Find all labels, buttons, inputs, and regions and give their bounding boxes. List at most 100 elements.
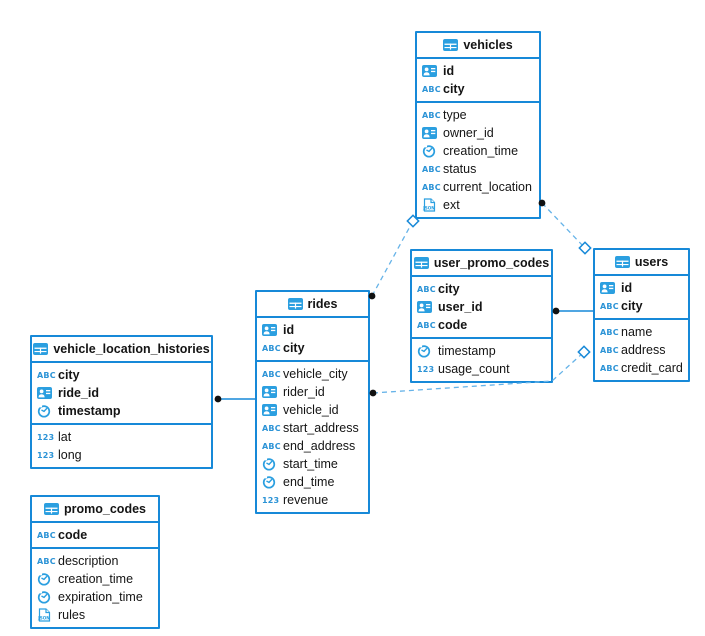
field-name: id — [621, 281, 633, 295]
table-header[interactable]: rides — [257, 292, 368, 316]
field-row-creation_time[interactable]: creation_time — [32, 570, 158, 588]
field-name: city — [443, 82, 465, 96]
field-name: id — [283, 323, 295, 337]
field-row-expiration_time[interactable]: expiration_time — [32, 588, 158, 606]
svg-text:JSON: JSON — [37, 616, 50, 621]
id-card-icon — [262, 404, 277, 416]
field-row-timestamp[interactable]: timestamp — [32, 402, 211, 420]
table-header[interactable]: vehicles — [417, 33, 539, 57]
json-file-icon: JSON — [37, 608, 50, 622]
id-card-icon — [417, 301, 432, 313]
abc-type-icon: ABC — [600, 327, 619, 337]
field-name: code — [438, 318, 468, 332]
field-row-id[interactable]: id — [417, 62, 539, 80]
json-file-icon: JSON — [422, 198, 435, 212]
abc-type-icon: ABC — [600, 345, 619, 355]
relationship-dot-marker — [214, 395, 222, 403]
table-title: vehicle_location_histories — [53, 342, 210, 356]
field-row-user_id[interactable]: user_id — [412, 298, 551, 316]
field-row-id[interactable]: id — [595, 279, 688, 297]
abc-type-icon: ABC — [600, 301, 619, 311]
field-name: city — [283, 341, 305, 355]
field-row-vehicle_id[interactable]: vehicle_id — [257, 401, 368, 419]
relationship-diamond-marker — [578, 241, 592, 255]
field-name: usage_count — [438, 362, 510, 376]
table-title: rides — [307, 297, 338, 311]
svg-text:JSON: JSON — [422, 206, 435, 211]
table-header[interactable]: vehicle_location_histories — [32, 337, 211, 361]
id-card-icon — [422, 127, 437, 139]
clock-icon — [417, 345, 431, 358]
field-row-rider_id[interactable]: rider_id — [257, 383, 368, 401]
table-icon — [443, 39, 459, 51]
table-header[interactable]: promo_codes — [32, 497, 158, 521]
field-row-timestamp[interactable]: timestamp — [412, 342, 551, 360]
field-row-creation_time[interactable]: creation_time — [417, 142, 539, 160]
field-name: current_location — [443, 180, 532, 194]
field-name: lat — [58, 430, 72, 444]
field-row-start_time[interactable]: start_time — [257, 455, 368, 473]
abc-type-icon: ABC — [422, 164, 441, 174]
field-row-end_time[interactable]: end_time — [257, 473, 368, 491]
field-row-id[interactable]: id — [257, 321, 368, 339]
field-name: status — [443, 162, 477, 176]
field-row-ride_id[interactable]: ride_id — [32, 384, 211, 402]
table-header[interactable]: users — [595, 250, 688, 274]
field-name: long — [58, 448, 82, 462]
table-icon — [287, 298, 303, 310]
table-header[interactable]: user_promo_codes — [412, 251, 551, 275]
relationship-dot-marker — [552, 307, 560, 315]
field-name: vehicle_id — [283, 403, 339, 417]
123-type-icon: 123 — [262, 495, 280, 505]
abc-type-icon: ABC — [262, 343, 281, 353]
field-name: ride_id — [58, 386, 99, 400]
relationship-dot-marker — [369, 389, 377, 397]
abc-type-icon: ABC — [422, 84, 441, 94]
field-name: id — [443, 64, 455, 78]
123-type-icon: 123 — [417, 364, 435, 374]
abc-type-icon: ABC — [262, 423, 281, 433]
field-name: name — [621, 325, 653, 339]
abc-type-icon: ABC — [37, 556, 56, 566]
field-name: rider_id — [283, 385, 325, 399]
relationship-rides-vehicles — [371, 220, 414, 297]
table-title: users — [634, 255, 669, 269]
clock-icon — [37, 405, 51, 418]
field-row-owner_id[interactable]: owner_id — [417, 124, 539, 142]
field-name: city — [621, 299, 643, 313]
clock-icon — [262, 476, 276, 489]
